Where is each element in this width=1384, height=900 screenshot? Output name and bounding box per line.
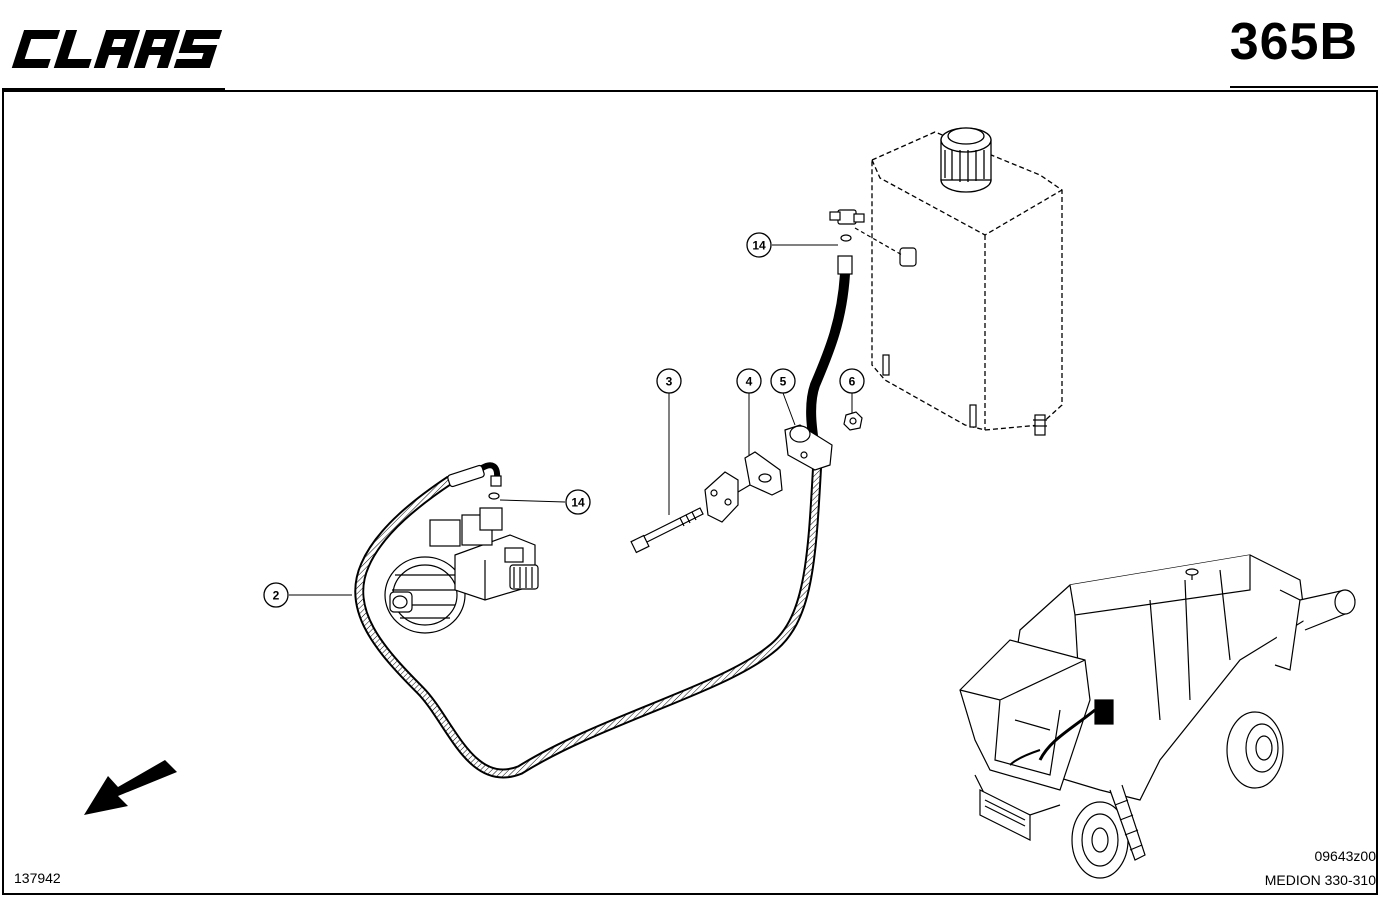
page-code-underline bbox=[1230, 86, 1378, 88]
page-code: 365B bbox=[1229, 13, 1358, 71]
direction-arrow bbox=[84, 760, 177, 815]
hose-clamp bbox=[784, 424, 833, 471]
combine-harvester-illustration bbox=[959, 554, 1356, 879]
hydraulic-valve-block bbox=[384, 507, 539, 634]
callout-5-label: 5 bbox=[780, 375, 787, 389]
drawing-frame bbox=[2, 90, 1378, 895]
callout-leaders bbox=[289, 244, 853, 596]
callout-14-bottom: 14 bbox=[565, 489, 591, 515]
logo-underline bbox=[2, 88, 225, 90]
callout-14-top: 14 bbox=[746, 232, 772, 258]
callout-4-label: 4 bbox=[746, 375, 753, 389]
claas-logo bbox=[11, 30, 223, 68]
nut bbox=[843, 411, 863, 431]
callout-2: 2 bbox=[263, 582, 289, 608]
reference-code: 09643z00 bbox=[1314, 848, 1376, 864]
callout-6-label: 6 bbox=[849, 375, 856, 389]
reservoir-cap bbox=[940, 127, 992, 193]
callout-3: 3 bbox=[656, 368, 682, 394]
callout-4: 4 bbox=[736, 368, 762, 394]
tee-fitting bbox=[829, 209, 865, 242]
oil-reservoir bbox=[871, 131, 1063, 431]
hose-upper bbox=[806, 255, 853, 451]
bolt bbox=[630, 507, 704, 554]
clamp-plate bbox=[704, 471, 756, 523]
reservoir-fittings bbox=[854, 227, 1047, 436]
callout-2-label: 2 bbox=[273, 589, 280, 603]
clamp bbox=[744, 451, 783, 496]
drawing-number: 137942 bbox=[14, 870, 61, 886]
callout-5: 5 bbox=[770, 368, 796, 394]
callout-6: 6 bbox=[839, 368, 865, 394]
model-range: MEDION 330-310 bbox=[1264, 872, 1376, 888]
callout-14-top-label: 14 bbox=[752, 239, 766, 253]
callout-14-bottom-label: 14 bbox=[571, 496, 585, 510]
callout-3-label: 3 bbox=[666, 375, 673, 389]
hose-main bbox=[354, 449, 823, 779]
